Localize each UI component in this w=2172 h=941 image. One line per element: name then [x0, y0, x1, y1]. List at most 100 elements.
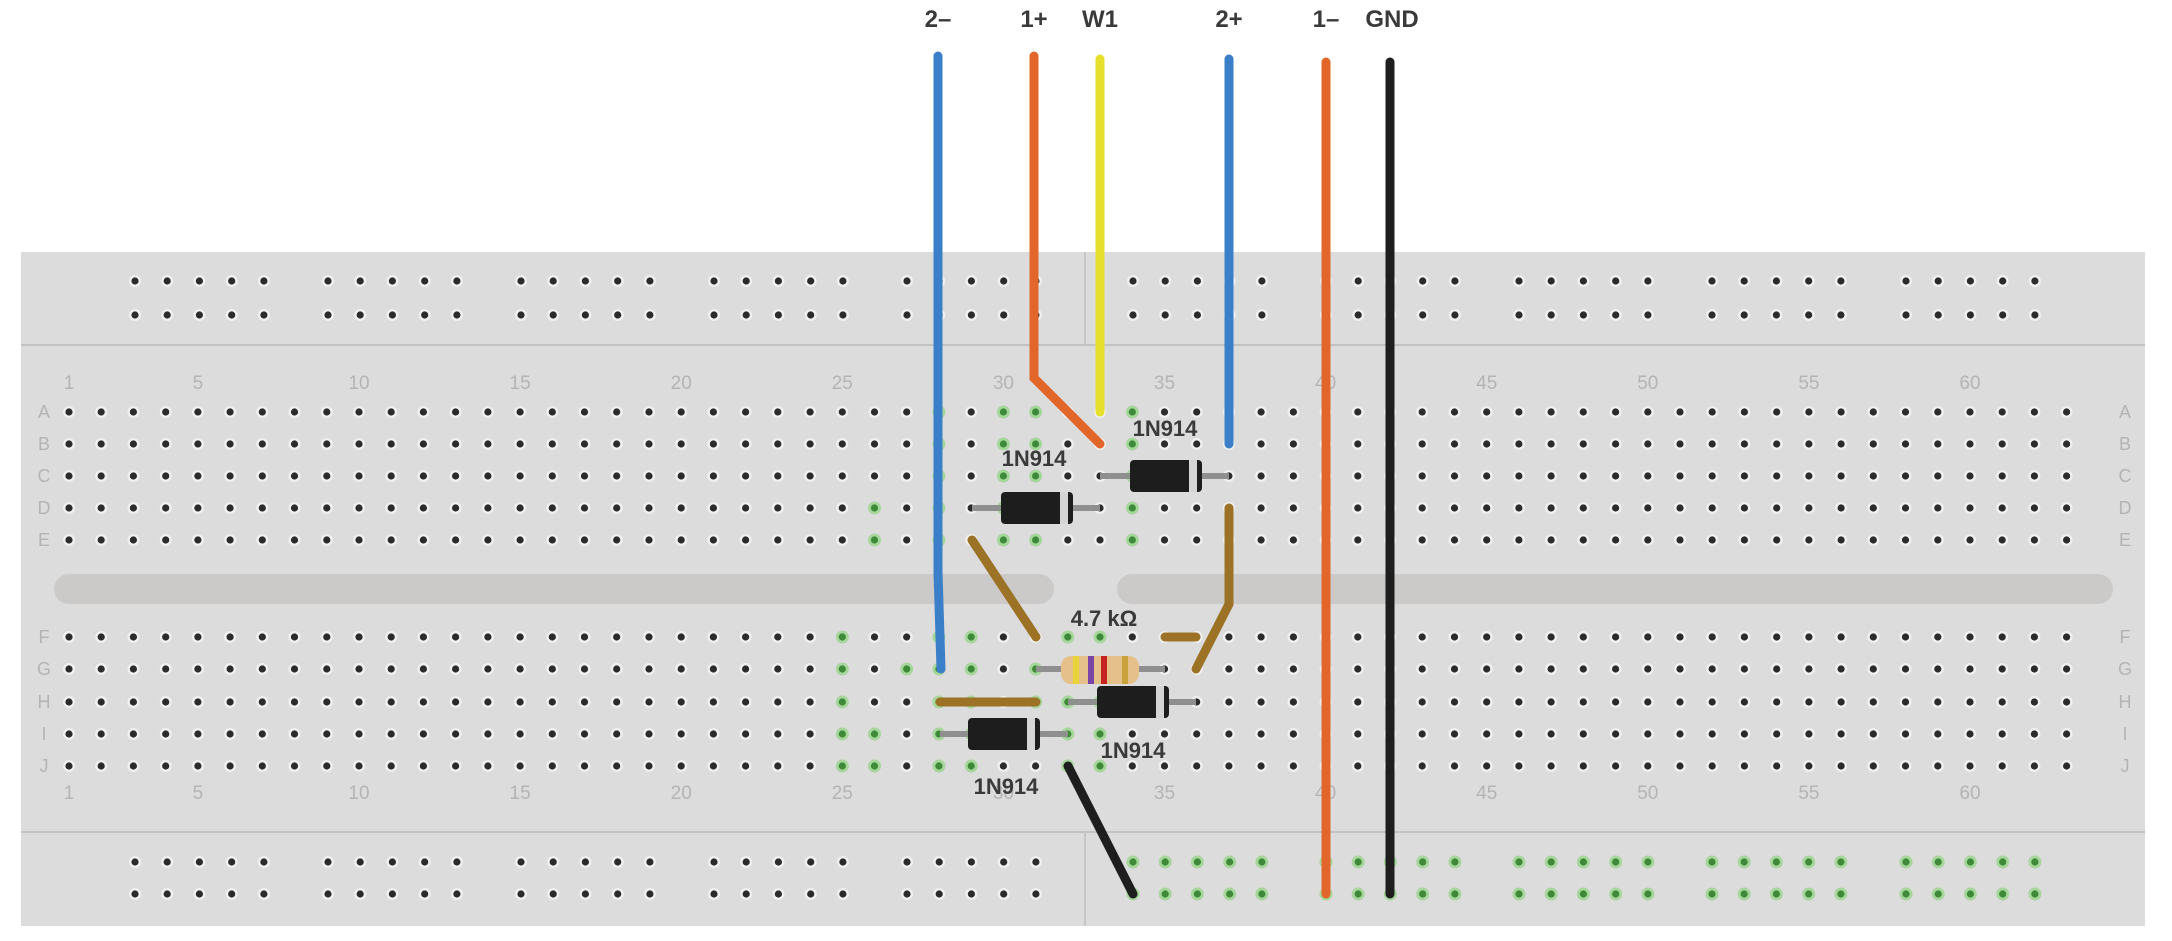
hole-center [516, 440, 524, 448]
hole-center [1354, 536, 1362, 544]
hole-center [1644, 536, 1652, 544]
hole-center [1934, 504, 1942, 512]
rail-hole-center [903, 858, 911, 866]
rail-hole-center [742, 311, 750, 319]
rail-hole-center [453, 277, 461, 285]
hole-center [677, 408, 685, 416]
rail-hole-center [1966, 277, 1974, 285]
hole-center [1901, 472, 1910, 480]
hole-center [1612, 730, 1620, 738]
hole-center [1676, 665, 1684, 673]
hole-center [1805, 665, 1813, 673]
hole-center [1483, 408, 1491, 416]
hole-center [2030, 762, 2038, 770]
hole-center [129, 762, 137, 770]
hole-center [1418, 440, 1426, 448]
hole-center [838, 536, 846, 544]
hole-center [548, 408, 556, 416]
rail-hole-center [1129, 277, 1137, 285]
hole-center [1289, 408, 1297, 416]
rail-hole-center [1451, 890, 1459, 898]
hole-center [1579, 698, 1587, 706]
hole-center [1740, 536, 1748, 544]
hole-center [323, 472, 331, 480]
row-label: E [38, 530, 50, 550]
hole-center [613, 440, 621, 448]
hole-center [709, 504, 718, 512]
hole-center [194, 730, 202, 738]
rail-hole-center [131, 311, 139, 319]
hole-center [1547, 762, 1555, 770]
hole-center [1418, 408, 1426, 416]
hole-center [323, 536, 331, 544]
rail-hole-center [807, 890, 815, 898]
hole-center [1418, 504, 1426, 512]
rail-hole-center [549, 858, 557, 866]
diode-c30 [1100, 460, 1229, 492]
hole-center [1289, 730, 1297, 738]
rail-hole-center [2031, 277, 2039, 285]
hole-center [1740, 633, 1748, 641]
rail-hole-center [1966, 311, 1974, 319]
hole-center [1837, 698, 1845, 706]
rail-hole-center [1902, 858, 1910, 866]
column-number: 10 [348, 373, 369, 394]
hole-center [1966, 698, 1974, 706]
hole-center [129, 536, 137, 544]
hole-center [323, 762, 331, 770]
hole-center [903, 762, 911, 770]
rail-hole-center [1000, 858, 1008, 866]
rail-hole-center [1805, 277, 1813, 285]
hole-center [1773, 440, 1781, 448]
diode-d26 [972, 492, 1100, 524]
hole-center [1966, 536, 1974, 544]
rail-hole-center [1772, 858, 1780, 866]
hole-center [355, 408, 363, 416]
hole-center [452, 698, 460, 706]
hole-center [1934, 698, 1942, 706]
hole-center [1740, 698, 1748, 706]
rail-hole-center [356, 277, 364, 285]
hole-center [1708, 633, 1716, 641]
diode-label-2: 1N914 [1133, 416, 1199, 441]
hole-center [1483, 504, 1491, 512]
rail-hole-center [1547, 890, 1555, 898]
hole-center [548, 665, 556, 673]
column-number: 20 [671, 373, 692, 394]
hole-center [709, 472, 718, 480]
rail-hole-center [614, 311, 622, 319]
top-label-2minus: 2– [925, 6, 952, 33]
hole-center [1869, 762, 1877, 770]
hole-center [645, 762, 653, 770]
row-label: I [2122, 724, 2127, 744]
hole-center [677, 633, 685, 641]
rail-hole-center [421, 277, 429, 285]
hole-center [1354, 472, 1362, 480]
hole-center [97, 730, 105, 738]
hole-center [323, 408, 331, 416]
hole-center [1676, 762, 1684, 770]
hole-center [1612, 698, 1620, 706]
column-number: 20 [671, 783, 692, 804]
hole-center [645, 408, 653, 416]
hole-center [870, 665, 879, 673]
rail-hole-center [935, 890, 943, 898]
rail-hole-center [1354, 858, 1362, 866]
rail-hole-center [1258, 858, 1266, 866]
rail-hole-center [839, 277, 847, 285]
rail-hole-center [228, 858, 236, 866]
hole-center [1515, 698, 1523, 706]
hole-center [1128, 536, 1136, 544]
hole-center [1966, 730, 1974, 738]
hole-center [97, 698, 105, 706]
rail-hole-center [195, 311, 203, 319]
hole-center [323, 504, 331, 512]
hole-center [2063, 536, 2071, 544]
hole-center [2030, 536, 2038, 544]
rail-hole-center [967, 311, 976, 319]
hole-center [2030, 730, 2038, 738]
hole-center [290, 762, 299, 770]
hole-center [323, 440, 331, 448]
hole-center [97, 440, 105, 448]
rail-hole-center [1644, 311, 1652, 319]
